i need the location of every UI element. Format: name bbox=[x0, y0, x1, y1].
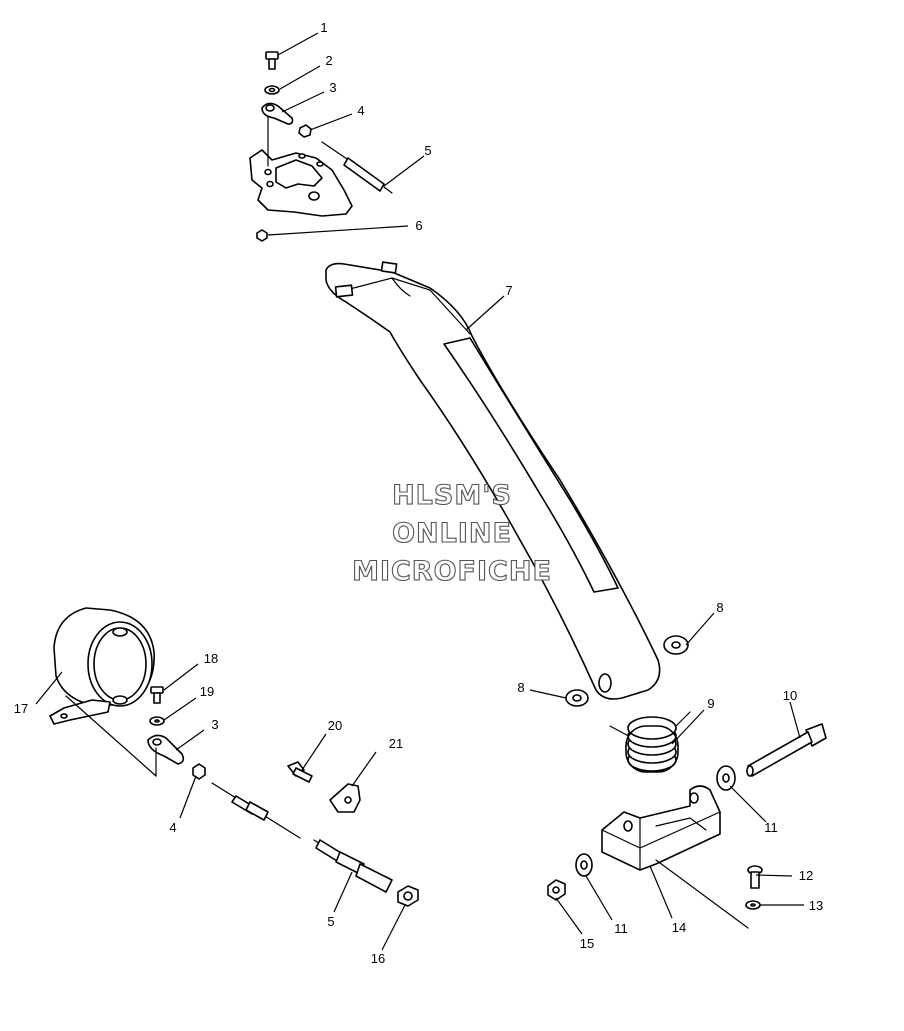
part-11-washer-right bbox=[716, 765, 736, 791]
part-12-bolt bbox=[747, 865, 763, 889]
callout-9: 9 bbox=[707, 696, 714, 711]
callout-11-right: 11 bbox=[764, 820, 778, 835]
callout-5-lower: 5 bbox=[327, 914, 334, 929]
callout-7: 7 bbox=[505, 283, 512, 298]
watermark-line-3: MICROFICHE bbox=[352, 556, 552, 587]
callout-1: 1 bbox=[320, 20, 327, 35]
callout-8-right: 8 bbox=[716, 600, 723, 615]
callout-10: 10 bbox=[783, 688, 797, 703]
watermark-line-1: HLSM'S bbox=[392, 480, 512, 511]
part-10-bolt bbox=[746, 723, 827, 777]
part-11-washer-left bbox=[575, 853, 593, 877]
leader-lines bbox=[35, 32, 804, 951]
part-1-bolt bbox=[265, 51, 279, 70]
part-3-ball-joint-bottom bbox=[147, 734, 185, 777]
callout-13: 13 bbox=[809, 898, 823, 913]
part-18-bolt bbox=[150, 686, 164, 704]
callout-19: 19 bbox=[200, 684, 214, 699]
part-9-torsion-spring bbox=[609, 711, 691, 773]
part-5-cable-bottom bbox=[211, 782, 393, 893]
part-4-nut-bottom bbox=[192, 763, 206, 780]
callout-21: 21 bbox=[389, 736, 403, 751]
part-20-bolt bbox=[287, 761, 313, 783]
callout-14: 14 bbox=[672, 920, 686, 935]
callout-3: 3 bbox=[329, 80, 336, 95]
callout-11-left: 11 bbox=[614, 921, 628, 936]
callout-4: 4 bbox=[357, 103, 364, 118]
part-16-nut bbox=[397, 885, 419, 907]
callout-3-lower: 3 bbox=[211, 717, 218, 732]
callout-2: 2 bbox=[325, 53, 332, 68]
part-21-clip bbox=[329, 783, 361, 813]
part-2-washer bbox=[264, 85, 280, 95]
part-13-washer bbox=[745, 900, 761, 910]
callout-12: 12 bbox=[799, 868, 813, 883]
part-5-cable-top bbox=[321, 141, 393, 194]
callout-5: 5 bbox=[424, 143, 431, 158]
part-14-pivot-bracket bbox=[601, 785, 749, 929]
callout-15: 15 bbox=[580, 936, 594, 951]
part-4-nut-top bbox=[298, 124, 312, 138]
callout-20: 20 bbox=[328, 718, 342, 733]
callout-6: 6 bbox=[415, 218, 422, 233]
part-3-ball-joint-top bbox=[261, 102, 294, 125]
watermark-line-2: ONLINE bbox=[392, 518, 512, 549]
callout-16: 16 bbox=[371, 951, 385, 966]
callout-18: 18 bbox=[204, 651, 218, 666]
throttle-bracket bbox=[249, 115, 353, 217]
part-7-arm bbox=[325, 261, 661, 700]
part-17-clamp bbox=[49, 607, 157, 777]
callout-4-lower: 4 bbox=[169, 820, 176, 835]
part-15-nut bbox=[547, 879, 566, 901]
callout-labels: 1 2 3 4 5 6 7 8 8 9 10 11 12 13 14 11 15… bbox=[14, 20, 823, 966]
watermark: HLSM'S ONLINE MICROFICHE bbox=[352, 479, 552, 587]
callout-8-left: 8 bbox=[517, 680, 524, 695]
callout-17: 17 bbox=[14, 701, 28, 716]
part-6-nut bbox=[256, 229, 268, 242]
part-8-washer-right bbox=[663, 635, 689, 655]
part-8-washer-left bbox=[565, 689, 589, 707]
part-19-washer bbox=[149, 716, 165, 726]
